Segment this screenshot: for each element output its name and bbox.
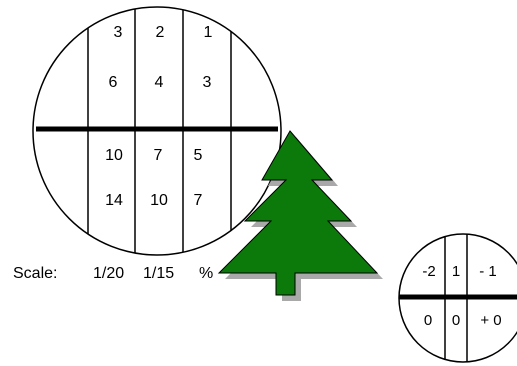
scale-value: 1/15	[143, 265, 174, 282]
big-dial-cell: 3	[203, 74, 212, 91]
big-dial-cell: 10	[150, 192, 168, 209]
small-dial-cell: 0	[452, 312, 460, 329]
scale-label: Scale:	[13, 265, 57, 282]
big-dial-cell: 14	[105, 192, 123, 209]
big-dial: 3 2 1 6 4 3 10 7 5 14 10 7	[33, 0, 281, 260]
small-dial-cell: 0	[424, 312, 432, 329]
small-dial-cell: - 1	[479, 263, 497, 280]
scale-row: Scale: 1/20 1/15 %	[13, 265, 213, 282]
big-dial-cell: 7	[154, 147, 163, 164]
small-dial: -2 1 - 1 0 0 + 0	[399, 230, 517, 366]
small-dial-cell: + 0	[480, 312, 501, 329]
scale-value: %	[199, 265, 213, 282]
big-dial-cell: 6	[109, 74, 118, 91]
big-dial-cell: 3	[114, 24, 123, 41]
big-dial-cell: 1	[204, 24, 213, 41]
scale-value: 1/20	[93, 265, 124, 282]
small-dial-cell: 1	[452, 263, 460, 280]
big-dial-cell: 7	[194, 192, 203, 209]
big-dial-cell: 5	[194, 147, 203, 164]
big-dial-cell: 4	[155, 74, 164, 91]
big-dial-cell: 10	[105, 147, 123, 164]
small-dial-cell: -2	[422, 263, 435, 280]
big-dial-cell: 2	[156, 24, 165, 41]
